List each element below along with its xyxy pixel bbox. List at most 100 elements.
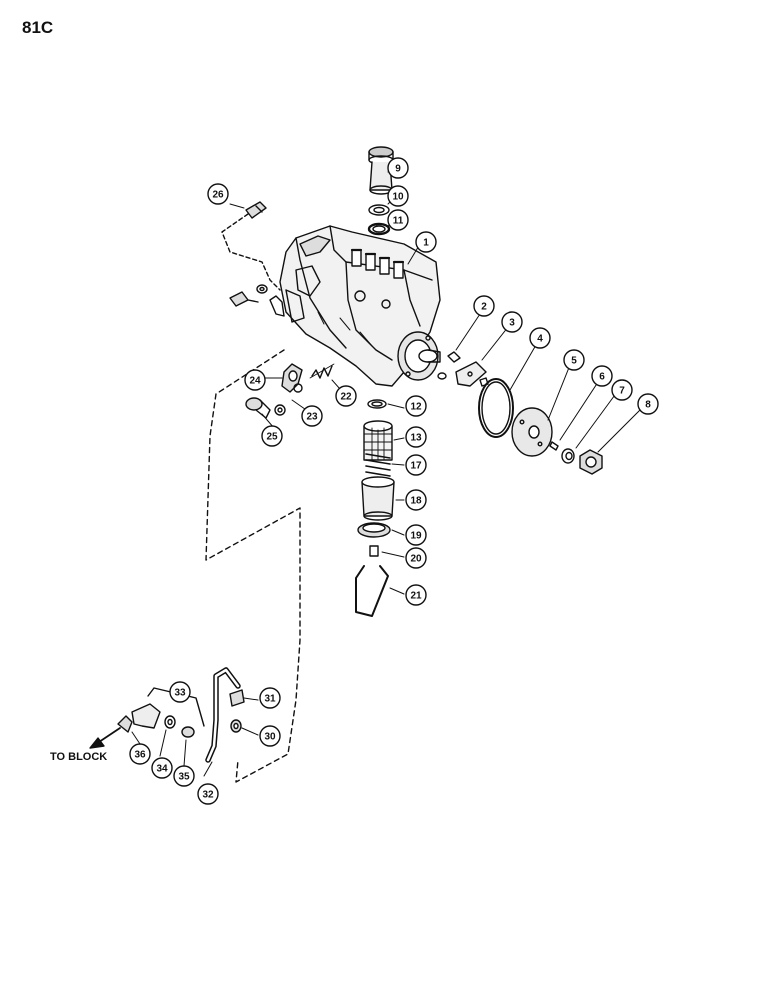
callout-17: 17 <box>405 454 427 476</box>
callout-2: 2 <box>473 295 495 317</box>
callout-21: 21 <box>405 584 427 606</box>
callout-11: 11 <box>387 209 409 231</box>
callout-25: 25 <box>261 425 283 447</box>
callout-4: 4 <box>529 327 551 349</box>
callout-number: 9 <box>395 164 401 175</box>
callout-number: 6 <box>599 372 605 383</box>
callout-circle <box>335 385 357 407</box>
part-32-fuel-pipe <box>205 667 241 763</box>
callout-circle <box>473 295 495 317</box>
callout-circle <box>151 757 173 779</box>
callout-number: 7 <box>619 386 625 397</box>
part-11-seal-ring <box>367 222 391 236</box>
part-17-spring <box>365 453 391 477</box>
leak-off-line-dashed <box>221 213 281 291</box>
callout-circle <box>405 584 427 606</box>
callout-number: 36 <box>134 750 146 761</box>
callout-circle <box>415 231 437 253</box>
callout-number: 1 <box>423 238 429 249</box>
injection-pump-body <box>279 225 441 387</box>
callout-circle <box>173 765 195 787</box>
callout-number: 19 <box>410 531 422 542</box>
to-block-label: TO BLOCK <box>50 751 108 763</box>
callout-circle <box>259 687 281 709</box>
callout-circle <box>244 369 266 391</box>
callout-circle <box>405 395 427 417</box>
part-6-pin <box>549 441 559 451</box>
callout-number: 20 <box>410 554 422 565</box>
callout-19: 19 <box>405 524 427 546</box>
page-code: 81C <box>22 18 54 37</box>
callout-6: 6 <box>591 365 613 387</box>
part-7-washer <box>561 448 575 464</box>
callout-circle <box>405 454 427 476</box>
callout-34: 34 <box>151 757 173 779</box>
callout-3: 3 <box>501 311 523 333</box>
callout-24: 24 <box>244 369 266 391</box>
part-2-key <box>437 351 461 380</box>
callout-number: 35 <box>178 772 190 783</box>
callout-number: 33 <box>174 688 186 699</box>
callout-circle <box>301 405 323 427</box>
callout-number: 11 <box>393 216 404 227</box>
callout-number: 3 <box>509 318 515 329</box>
callout-circle <box>637 393 659 415</box>
callout-circle <box>259 725 281 747</box>
callout-number: 34 <box>156 764 168 775</box>
callout-circle <box>405 547 427 569</box>
callout-number: 26 <box>212 190 224 201</box>
callout-10: 10 <box>387 185 409 207</box>
callout-number: 4 <box>537 334 543 345</box>
callout-1: 1 <box>415 231 437 253</box>
part-24-banjo <box>281 363 303 393</box>
part-34-washer <box>164 715 176 729</box>
callout-number: 23 <box>306 412 318 423</box>
callout-circle <box>405 426 427 448</box>
callout-7: 7 <box>611 379 633 401</box>
callout-31: 31 <box>259 687 281 709</box>
part-35-nut <box>181 726 195 738</box>
callout-number: 21 <box>410 591 422 602</box>
callout-5: 5 <box>563 349 585 371</box>
to-block-arrow <box>89 727 121 749</box>
callout-circle <box>563 349 585 371</box>
callout-circle <box>501 311 523 333</box>
part-21-clamp <box>355 565 389 617</box>
part-8-nut <box>579 449 603 475</box>
callout-18: 18 <box>405 489 427 511</box>
callout-number: 31 <box>264 694 276 705</box>
callout-circle <box>611 379 633 401</box>
callout-circle <box>387 209 409 231</box>
callout-circle <box>529 327 551 349</box>
callout-number: 22 <box>340 392 352 403</box>
callout-23: 23 <box>301 405 323 427</box>
callout-circle <box>129 743 151 765</box>
callout-13: 13 <box>405 426 427 448</box>
part-10-washer <box>368 204 390 216</box>
callout-number: 30 <box>264 732 276 743</box>
callout-number: 13 <box>410 433 422 444</box>
part-19-ring <box>357 522 391 538</box>
callout-35: 35 <box>173 765 195 787</box>
callout-number: 18 <box>410 496 422 507</box>
callout-layer: 1234567891011121317181920212223242526303… <box>129 157 659 805</box>
callout-33: 33 <box>169 681 191 703</box>
part-4-o-ring <box>478 378 514 438</box>
part-30-nut <box>230 719 242 733</box>
callout-number: 2 <box>481 302 487 313</box>
fasteners-left <box>229 284 285 317</box>
part-5-flange-plate <box>511 407 553 457</box>
part-25-banjo-bolt <box>245 397 271 419</box>
callout-circle <box>261 425 283 447</box>
part-36-union <box>117 703 161 733</box>
callout-number: 12 <box>410 402 422 413</box>
callout-circle <box>169 681 191 703</box>
callout-20: 20 <box>405 547 427 569</box>
part-13-filter-element <box>363 420 393 461</box>
part-20-pin <box>369 545 379 557</box>
callout-number: 17 <box>410 461 422 472</box>
part-3-plate <box>455 361 489 387</box>
callout-circle <box>405 489 427 511</box>
